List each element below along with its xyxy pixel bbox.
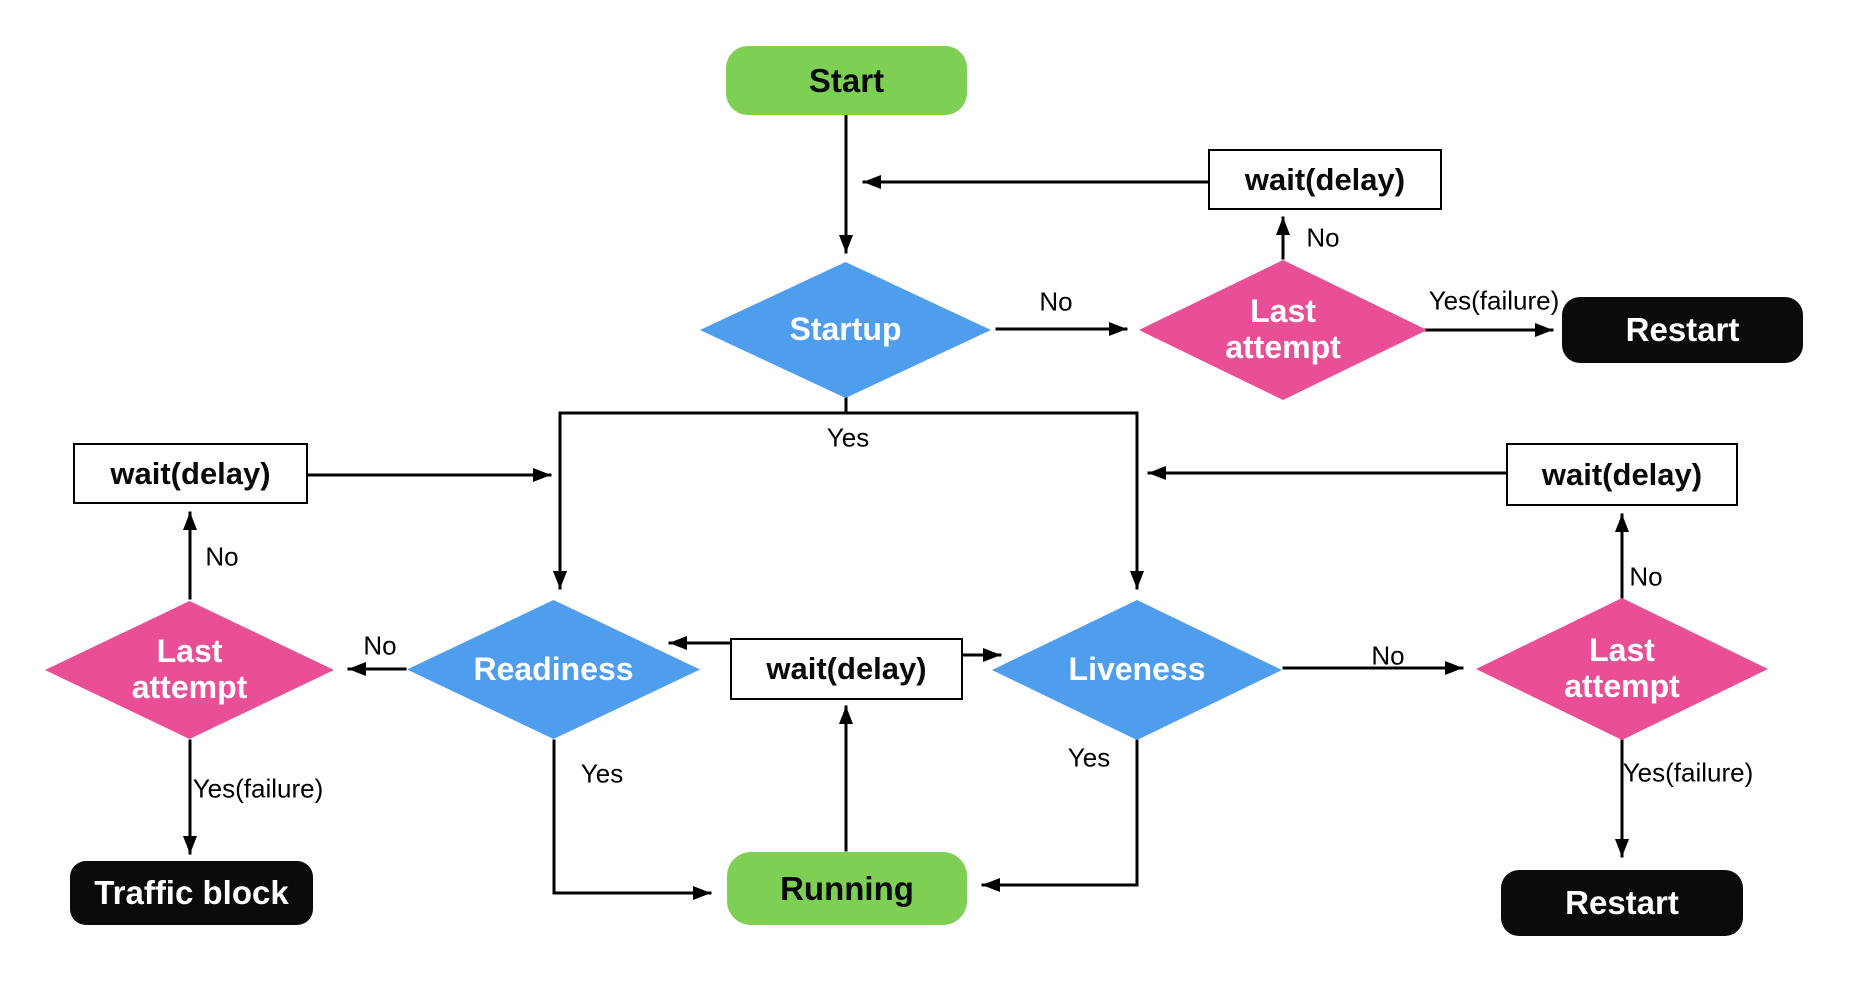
- restart-bottom-label: Restart: [1565, 884, 1679, 921]
- edge-label-right-last-yes-failure: Yes(failure): [1622, 757, 1754, 788]
- start-label: Start: [808, 61, 885, 99]
- edge-label-left-last-no: No: [205, 541, 239, 572]
- edge-label-right-last-no: No: [1629, 561, 1663, 592]
- edge-liveness-yes-to-running: [981, 739, 1139, 892]
- edge-startup-yes-split: [558, 396, 1139, 415]
- last-attempt-right-label: Last attempt: [1564, 632, 1680, 704]
- startup-label: Startup: [789, 311, 902, 348]
- restart-bottom-node: Restart: [1501, 870, 1743, 936]
- wait-delay-top-label: wait(delay): [1244, 161, 1406, 197]
- wait-delay-center-node: wait(delay): [730, 638, 963, 700]
- edge-label-startup-yes: Yes: [826, 422, 870, 453]
- last-attempt-left-label: Last attempt: [131, 633, 248, 705]
- edge-label-top-last-no: No: [1306, 222, 1340, 253]
- start-node: Start: [726, 46, 967, 115]
- liveness-label: Liveness: [1068, 651, 1206, 688]
- traffic-block-node: Traffic block: [70, 861, 313, 925]
- wait-delay-right-node: wait(delay): [1506, 443, 1738, 506]
- restart-top-node: Restart: [1562, 297, 1803, 363]
- edge-label-liveness-no: No: [1371, 640, 1405, 671]
- edge-label-top-last-yes-failure: Yes(failure): [1428, 285, 1560, 316]
- running-node: Running: [727, 852, 967, 925]
- readiness-label: Readiness: [473, 650, 634, 687]
- edge-label-left-last-yes-failure: Yes(failure): [192, 773, 324, 804]
- wait-delay-top-node: wait(delay): [1208, 149, 1442, 210]
- wait-delay-right-label: wait(delay): [1541, 456, 1703, 492]
- edge-readiness-yes-to-running: [552, 739, 712, 900]
- edge-label-readiness-no: No: [363, 630, 397, 661]
- wait-delay-left-node: wait(delay): [73, 443, 308, 504]
- edge-label-startup-no: No: [1039, 286, 1073, 317]
- wait-delay-center-label: wait(delay): [766, 651, 927, 686]
- restart-top-label: Restart: [1625, 311, 1740, 348]
- traffic-block-label: Traffic block: [94, 874, 289, 911]
- running-label: Running: [780, 869, 914, 907]
- edge-label-liveness-yes: Yes: [1067, 742, 1111, 773]
- wait-delay-left-label: wait(delay): [110, 455, 271, 491]
- edge-label-readiness-yes: Yes: [580, 758, 624, 789]
- last-attempt-top-label: Last attempt: [1225, 293, 1341, 365]
